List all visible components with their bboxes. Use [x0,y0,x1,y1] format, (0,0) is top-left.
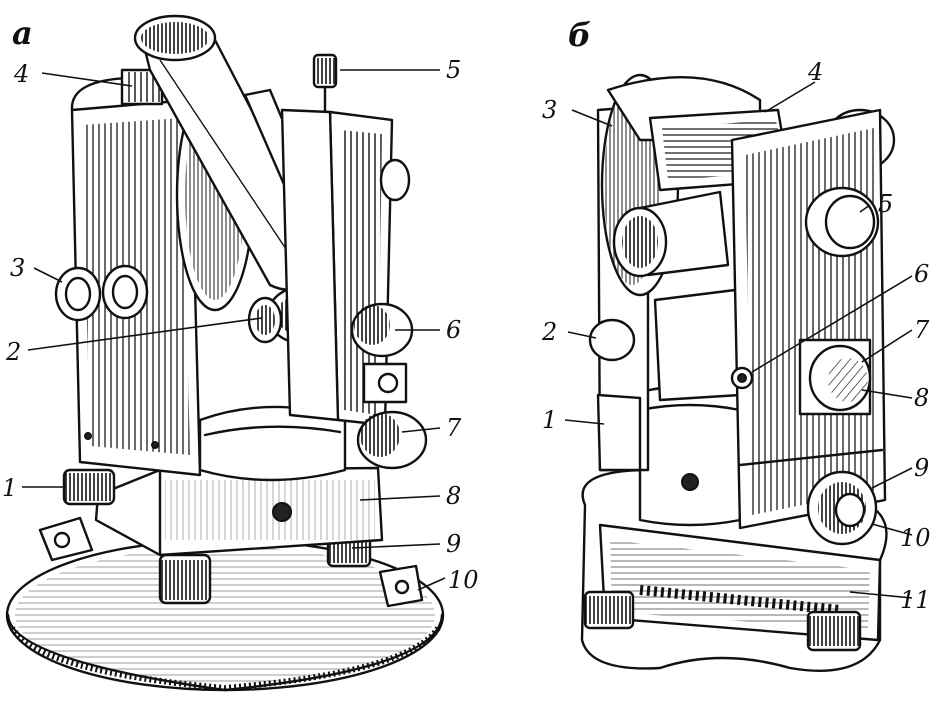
label-b-3: 3 [542,96,557,124]
label-b-10: 10 [900,524,931,552]
label-a-9: 9 [446,530,461,558]
lower-drum-a [198,405,347,482]
label-b-8: 8 [914,384,929,412]
label-b-9: 9 [914,454,929,482]
label-a-10: 10 [448,566,479,594]
leaders [22,69,913,599]
label-a-5: 5 [446,56,461,84]
panel-letter-a: а [12,14,33,52]
labels-a: а 4 5 3 2 6 7 1 8 9 10 [2,14,479,594]
label-a-4: 4 [13,60,29,88]
instrument-a [5,14,445,692]
label-a-2: 2 [5,338,21,366]
label-a-1: 1 [2,474,17,502]
label-b-1: 1 [542,406,557,434]
labels-b: б 3 4 5 6 2 7 8 1 9 10 11 [541,16,931,614]
instrument-b [580,73,896,672]
knob-b2 [588,318,636,362]
label-a-3: 3 [10,254,25,282]
label-b-11: 11 [900,586,931,614]
label-a-6: 6 [446,316,461,344]
label-b-6: 6 [914,260,929,288]
label-a-7: 7 [446,414,462,442]
label-b-4: 4 [807,58,823,86]
label-a-8: 8 [446,482,461,510]
label-b-2: 2 [541,318,557,346]
panel-letter-b: б [568,16,591,54]
label-b-5: 5 [878,190,893,218]
label-b-7: 7 [914,316,930,344]
